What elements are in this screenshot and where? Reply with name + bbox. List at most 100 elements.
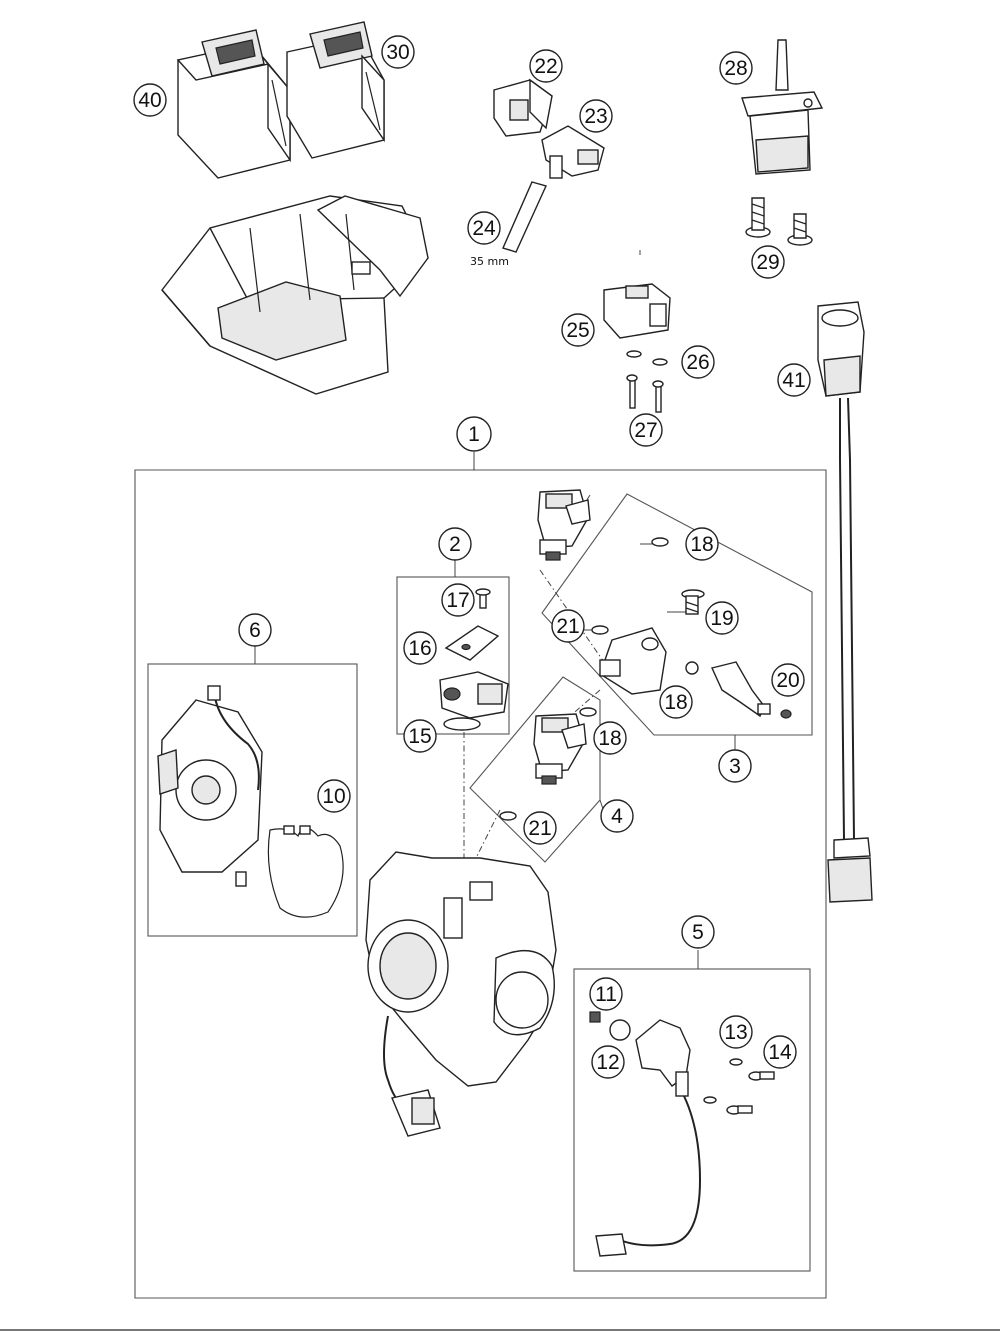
oring-18b bbox=[685, 661, 699, 675]
svg-text:21: 21 bbox=[528, 817, 551, 840]
frame-group-2 bbox=[396, 576, 510, 735]
svg-text:3: 3 bbox=[729, 755, 741, 778]
frame-group-5 bbox=[573, 968, 811, 1272]
callout-18b: 18 bbox=[659, 685, 693, 719]
callout-5: 5 bbox=[681, 915, 715, 949]
callout-15: 15 bbox=[403, 719, 437, 753]
callout-6: 6 bbox=[238, 613, 272, 647]
screw-29a bbox=[745, 197, 771, 238]
callout-26: 26 bbox=[681, 345, 715, 379]
svg-text:22: 22 bbox=[534, 55, 557, 78]
callout-13: 13 bbox=[719, 1015, 753, 1049]
screw-17 bbox=[475, 588, 491, 609]
sensor-25 bbox=[603, 283, 671, 339]
ecu-unit-30 bbox=[286, 21, 385, 159]
callout-23: 23 bbox=[579, 99, 613, 133]
screws-27 bbox=[626, 374, 664, 413]
callout-30: 30 bbox=[381, 35, 415, 69]
svg-text:14: 14 bbox=[768, 1041, 792, 1064]
callout-24: 24 bbox=[467, 211, 501, 245]
svg-text:41: 41 bbox=[782, 369, 805, 392]
fuel-rail-3 bbox=[599, 627, 667, 695]
plug-11 bbox=[589, 1011, 601, 1023]
svg-text:21: 21 bbox=[556, 615, 579, 638]
oring-21b bbox=[499, 811, 517, 821]
callout-16: 16 bbox=[403, 631, 437, 665]
callout-18a: 18 bbox=[685, 527, 719, 561]
callout-17: 17 bbox=[441, 583, 475, 617]
svg-text:17: 17 bbox=[446, 589, 469, 612]
svg-text:2: 2 bbox=[449, 533, 461, 556]
frame-group-6 bbox=[147, 663, 358, 937]
callout-14: 14 bbox=[763, 1035, 797, 1069]
callout-10: 10 bbox=[317, 779, 351, 813]
injector-top bbox=[537, 489, 591, 561]
svg-text:23: 23 bbox=[584, 105, 607, 128]
oring-18c bbox=[579, 707, 597, 717]
callouts: 1 2 3 4 5 6 10 11 12 13 14 15 16 17 18 1… bbox=[133, 35, 811, 1079]
svg-text:18: 18 bbox=[690, 533, 713, 556]
pressure-sensor-15 bbox=[439, 671, 509, 731]
svg-text:28: 28 bbox=[724, 57, 747, 80]
svg-text:11: 11 bbox=[595, 983, 617, 1006]
oring-12 bbox=[609, 1019, 631, 1041]
gasket-10 bbox=[267, 825, 344, 918]
sensor-cable-41 bbox=[817, 301, 873, 903]
throttle-body bbox=[365, 851, 557, 1137]
svg-text:16: 16 bbox=[408, 637, 431, 660]
hose-length-label: 35 mm bbox=[470, 255, 509, 268]
washer-13 bbox=[703, 1058, 743, 1104]
callout-19: 19 bbox=[705, 601, 739, 635]
callout-27: 27 bbox=[629, 413, 663, 447]
svg-text:30: 30 bbox=[386, 41, 409, 64]
svg-text:19: 19 bbox=[710, 607, 733, 630]
callout-11: 11 bbox=[589, 977, 623, 1011]
oring-18a bbox=[651, 537, 669, 547]
callout-40: 40 bbox=[133, 83, 167, 117]
temp-sensor-5 bbox=[595, 1019, 702, 1257]
injector-4 bbox=[533, 713, 587, 785]
svg-text:26: 26 bbox=[686, 351, 709, 374]
sensor-28 bbox=[741, 39, 824, 175]
callout-2: 2 bbox=[438, 527, 472, 561]
oring-21a bbox=[591, 625, 609, 635]
svg-text:20: 20 bbox=[776, 669, 799, 692]
svg-text:10: 10 bbox=[322, 785, 345, 808]
screw-14 bbox=[726, 1071, 775, 1115]
svg-text:29: 29 bbox=[756, 251, 779, 274]
svg-text:1: 1 bbox=[468, 423, 480, 446]
svg-text:18: 18 bbox=[664, 691, 687, 714]
svg-text:4: 4 bbox=[611, 805, 623, 828]
svg-text:5: 5 bbox=[692, 921, 704, 944]
callout-21b: 21 bbox=[523, 811, 557, 845]
callout-12: 12 bbox=[591, 1045, 625, 1079]
callout-20: 20 bbox=[771, 663, 805, 697]
svg-text:18: 18 bbox=[598, 727, 621, 750]
stator-sensor-6 bbox=[157, 685, 263, 887]
svg-text:6: 6 bbox=[249, 619, 261, 642]
svg-text:13: 13 bbox=[724, 1021, 747, 1044]
svg-text:12: 12 bbox=[596, 1051, 619, 1074]
svg-text:15: 15 bbox=[408, 725, 431, 748]
screw-19 bbox=[681, 589, 705, 615]
connector-22 bbox=[493, 78, 553, 137]
bracket-16 bbox=[444, 625, 500, 661]
callout-1: 1 bbox=[456, 416, 492, 452]
svg-text:25: 25 bbox=[566, 319, 589, 342]
callout-4: 4 bbox=[600, 799, 634, 833]
callout-21a: 21 bbox=[551, 609, 585, 643]
svg-text:27: 27 bbox=[634, 419, 657, 442]
svg-text:24: 24 bbox=[472, 217, 496, 240]
callout-3: 3 bbox=[718, 749, 752, 783]
ecu-tray bbox=[161, 195, 429, 395]
callout-29: 29 bbox=[751, 245, 785, 279]
hose-24 bbox=[502, 181, 547, 253]
svg-text:40: 40 bbox=[138, 89, 161, 112]
sensor-23 bbox=[541, 125, 605, 179]
callout-28: 28 bbox=[719, 51, 753, 85]
screw-29b bbox=[787, 213, 813, 246]
ecu-unit-40 bbox=[176, 29, 291, 179]
washers-26 bbox=[626, 350, 668, 366]
